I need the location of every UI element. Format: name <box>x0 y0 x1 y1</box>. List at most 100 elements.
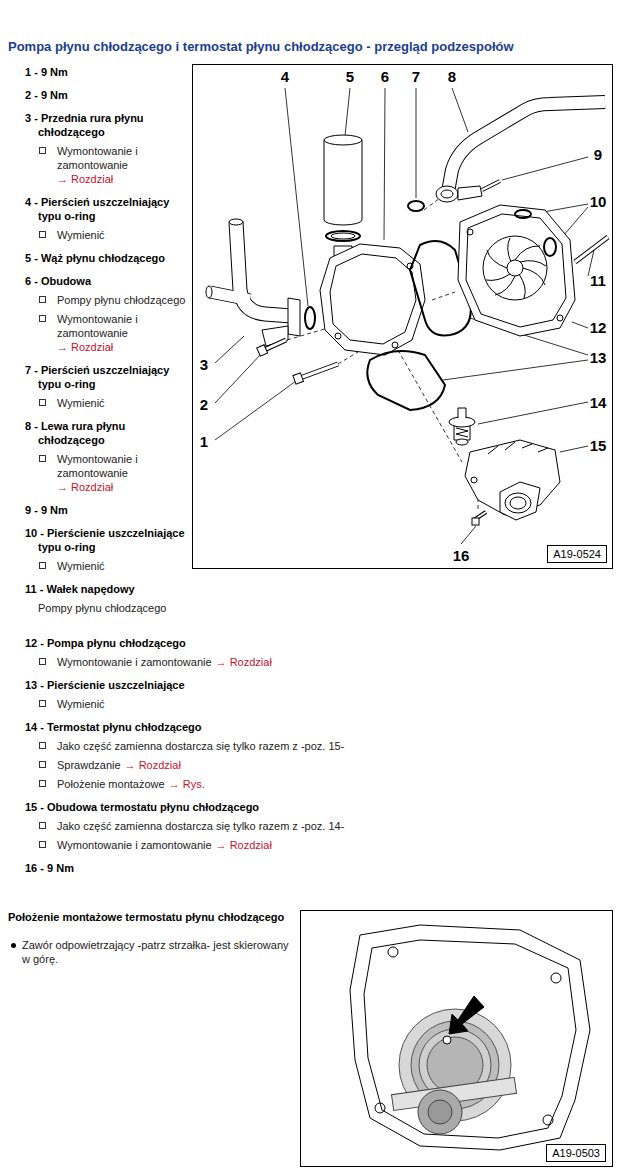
reference-link: → Rozdział <box>216 656 272 668</box>
coolant-hose <box>324 140 362 225</box>
callout-number: 10 <box>589 194 608 210</box>
part-note: Pompy płynu chłodzącego <box>57 294 185 306</box>
bullet-square <box>39 562 46 569</box>
callout-number: 14 <box>589 395 608 411</box>
callout-number: 1 <box>199 434 209 450</box>
pump-housing <box>320 244 425 355</box>
parts-list-row: 1 - 9 Nm <box>25 65 190 79</box>
parts-list-row: Wymontowanie i zamontowanie→ Rozdział <box>25 838 595 852</box>
parts-list-row: Wymontowanie i zamontowanie→ Rozdział <box>25 452 190 494</box>
leader-lines <box>215 88 594 544</box>
gasket <box>367 351 445 410</box>
parts-list-row: 11 - Wałek napędowy <box>25 582 190 596</box>
parts-list: 1 - 9 Nm 2 - 9 Nm 3 - Przednia rura płynu … <box>25 65 190 615</box>
thermostat-housing <box>465 440 560 515</box>
part-note: Położenie montażowe <box>57 778 165 790</box>
parts-list-row: 9 - 9 Nm <box>25 503 190 517</box>
callout-number: 5 <box>345 69 355 85</box>
part-note: Wymontowanie i zamontowanie <box>57 313 138 339</box>
figure-frame <box>193 65 613 569</box>
coolant-pump <box>467 229 473 235</box>
callout-number: 2 <box>199 397 209 413</box>
mounting-position-view <box>428 1100 452 1124</box>
text-block: Zawór odpowietrzający -patrz strzałka- j… <box>22 938 290 966</box>
parts-list-row: 2 - 9 Nm <box>25 88 190 102</box>
parts-list-row: Wymienić <box>25 228 190 242</box>
callout-number: 7 <box>411 69 421 85</box>
reference-link: → Rozdział <box>57 172 190 186</box>
figure-id: A19-0503 <box>552 1147 600 1159</box>
figure-id-box: A19-0503 <box>546 1144 606 1162</box>
callout-holder: 3 <box>199 356 209 374</box>
reference-link: → Rys. <box>169 778 205 790</box>
drive-shaft <box>575 237 608 262</box>
callout-number: 15 <box>589 438 608 454</box>
part-heading: 15 - Obudowa termostatu płynu chłodząceg… <box>25 801 259 813</box>
part-heading: 1 - 9 Nm <box>25 66 68 78</box>
bullet-square <box>39 780 46 787</box>
part-heading: 13 - Pierścienie uszczelniające <box>25 679 185 691</box>
parts-list-row: Wymienić <box>25 396 190 410</box>
parts-list-row: Położenie montażowe → Rys. <box>25 777 595 791</box>
part-heading: 6 - Obudowa <box>25 275 91 287</box>
leader-lines <box>416 88 417 198</box>
left-coolant-pipe <box>436 186 458 202</box>
thermostat-housing <box>488 442 548 454</box>
leader-lines <box>478 402 588 424</box>
coolant-pump <box>466 214 566 327</box>
note-text: Zawór odpowietrzający -patrz strzałka- j… <box>22 938 290 966</box>
mounting-position-view <box>551 973 561 983</box>
parts-list-row: 4 - Pierścień uszczelniający typu o-ring <box>25 195 190 223</box>
part-note: Sprawdzanie <box>57 759 121 771</box>
coolant-pump <box>483 236 547 300</box>
part-note: Wymontowanie i zamontowanie <box>57 453 138 479</box>
thermostat <box>458 408 466 418</box>
part-heading: 14 - Termostat płynu chłodzącego <box>25 721 201 733</box>
thermostat <box>449 408 475 445</box>
callout-holder: 15 <box>589 437 608 455</box>
leader-lines <box>452 88 468 132</box>
leader-lines <box>345 88 350 136</box>
part-heading: 8 - Lewa rura płynu chłodzącego <box>25 420 125 446</box>
mounting-position-view <box>364 940 576 1138</box>
left-coolant-pipe <box>436 102 605 202</box>
coolant-pump <box>458 205 575 336</box>
part-heading: 5 - Wąż płynu chłodzącego <box>25 252 165 264</box>
callout-holder: 11 <box>589 272 607 290</box>
thermostat-housing <box>505 493 531 513</box>
part-note: Jako część zamienna dostarcza się tylko … <box>57 740 344 752</box>
bolts <box>482 181 500 190</box>
part-note: Wymontowanie i zamontowanie <box>57 656 212 668</box>
mounting-position-view <box>375 1103 385 1113</box>
thermostat <box>449 417 475 427</box>
part-heading: 16 - 9 Nm <box>25 862 74 874</box>
parts-list-row: Jako część zamienna dostarcza się tylko … <box>25 739 595 753</box>
thermostat <box>456 439 468 445</box>
callout-holder: 9 <box>593 146 603 164</box>
callout-holder: 2 <box>199 396 209 414</box>
callout-number: 16 <box>452 548 471 564</box>
front-coolant-pipe <box>288 298 300 336</box>
thermostat-housing <box>510 497 526 509</box>
parts-list-row: Wymontowanie i zamontowanie→ Rozdział <box>25 312 190 354</box>
part-heading: 7 - Pierścień uszczelniający typu o-ring <box>25 364 169 390</box>
parts-list-row: 12 - Pompa płynu chłodzącego <box>25 636 595 650</box>
bolts <box>472 518 479 525</box>
page-title: Pompa płynu chłodzącego i termostat płyn… <box>8 39 514 54</box>
callout-holder: 7 <box>411 68 421 86</box>
part-note: Wymienić <box>57 698 105 710</box>
part-note: Pompy płynu chłodzącego <box>38 602 166 614</box>
assembly-lines <box>424 198 440 210</box>
parts-list-row: Pompy płynu chłodzącego <box>25 601 190 615</box>
title-block: Pompa płynu chłodzącego i termostat płyn… <box>8 39 514 54</box>
callout-holder: 5 <box>345 68 355 86</box>
drive-shaft <box>575 237 608 262</box>
reference-link: → Rozdział <box>125 759 181 771</box>
parts-list-row: 3 - Przednia rura płynu chłodzącego <box>25 111 190 139</box>
bullet-square <box>39 231 46 238</box>
coolant-hose <box>324 135 362 241</box>
part-note: Wymienić <box>57 229 105 241</box>
callout-holder: 1 <box>199 433 209 451</box>
bullet-square <box>39 841 46 848</box>
left-coolant-pipe <box>441 190 453 198</box>
